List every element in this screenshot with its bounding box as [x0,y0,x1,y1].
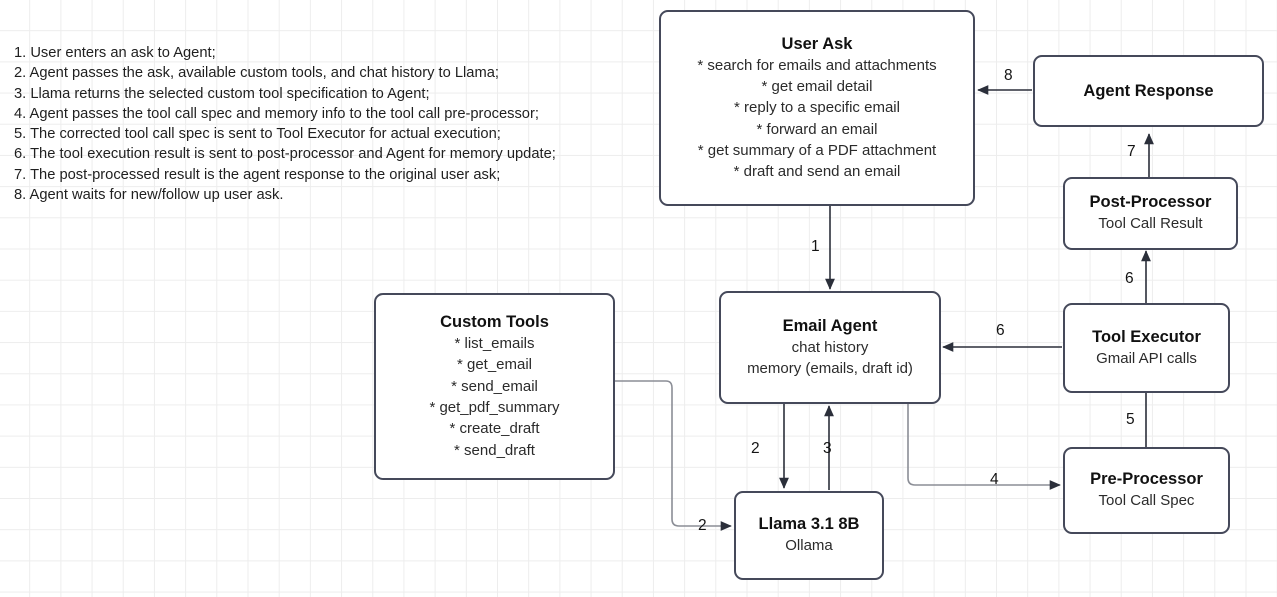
node-email-agent[interactable]: Email Agent chat history memory (emails,… [719,291,941,404]
legend-line-8: 8. Agent waits for new/follow up user as… [14,187,284,204]
legend-line-7: 7. The post-processed result is the agen… [14,166,501,183]
steps-legend: 1. User enters an ask to Agent; 2. Agent… [14,43,556,205]
edge-label-2a: 2 [751,440,760,457]
node-agent-response-title: Agent Response [1083,81,1214,100]
node-llama-subtitle: Ollama [785,537,833,555]
edge-label-1: 1 [811,238,820,255]
node-custom-tools-item-6: * send_draft [454,441,535,459]
legend-line-6: 6. The tool execution result is sent to … [14,146,556,163]
node-user-ask-item-6: * draft and send an email [733,163,901,181]
node-custom-tools-item-3: * send_email [451,377,538,395]
node-custom-tools-item-4: * get_pdf_summary [429,399,560,416]
edge-label-2b: 2 [698,517,707,534]
edge-label-8: 8 [1004,67,1013,84]
node-email-agent-subtitle-2: memory (emails, draft id) [747,360,913,377]
node-custom-tools-item-5: * create_draft [449,420,540,438]
edge-2b-path [615,380,732,531]
edge-label-6b: 6 [1125,270,1134,287]
node-post-processor[interactable]: Post-Processor Tool Call Result [1063,177,1238,250]
edge-label-5: 5 [1126,411,1135,428]
legend-line-2: 2. Agent passes the ask, available custo… [14,65,499,82]
node-post-processor-subtitle: Tool Call Result [1098,215,1203,233]
node-custom-tools-item-1: * list_emails [454,335,535,353]
legend-line-3: 3. Llama returns the selected custom too… [14,85,430,102]
node-llama[interactable]: Llama 3.1 8B Ollama [734,491,884,580]
node-email-agent-title: Email Agent [782,316,878,335]
legend-line-4: 4. Agent passes the tool call spec and m… [14,105,539,122]
node-llama-title: Llama 3.1 8B [758,515,860,534]
edge-4-path [907,404,1061,490]
node-email-agent-subtitle-1: chat history [791,338,869,356]
node-tool-executor-subtitle: Gmail API calls [1096,349,1197,367]
node-custom-tools[interactable]: Custom Tools * list_emails * get_email *… [374,293,615,480]
node-user-ask-item-5: * get summary of a PDF attachment [697,141,937,159]
node-user-ask-title: User Ask [781,34,853,53]
node-post-processor-title: Post-Processor [1089,193,1212,212]
node-pre-processor-title: Pre-Processor [1090,470,1203,489]
node-user-ask-item-3: * reply to a specific email [734,99,900,117]
edge-label-6a: 6 [996,322,1005,339]
node-user-ask-item-1: * search for emails and attachments [697,56,937,74]
legend-line-1: 1. User enters an ask to Agent; [14,45,216,61]
node-custom-tools-title: Custom Tools [440,313,549,332]
node-custom-tools-item-2: * get_email [456,356,533,374]
edge-label-4: 4 [990,471,999,488]
legend-line-5: 5. The corrected tool call spec is sent … [14,126,501,143]
node-pre-processor-subtitle: Tool Call Spec [1098,492,1195,510]
node-agent-response[interactable]: Agent Response [1033,55,1264,127]
node-tool-executor-title: Tool Executor [1092,327,1201,346]
node-user-ask-item-4: * forward an email [756,120,878,138]
node-user-ask[interactable]: User Ask * search for emails and attachm… [659,10,975,206]
node-pre-processor[interactable]: Pre-Processor Tool Call Spec [1063,447,1230,534]
node-user-ask-item-2: * get email detail [761,77,873,95]
node-tool-executor[interactable]: Tool Executor Gmail API calls [1063,303,1230,393]
edge-label-3: 3 [823,440,832,457]
edge-label-7: 7 [1127,143,1136,160]
